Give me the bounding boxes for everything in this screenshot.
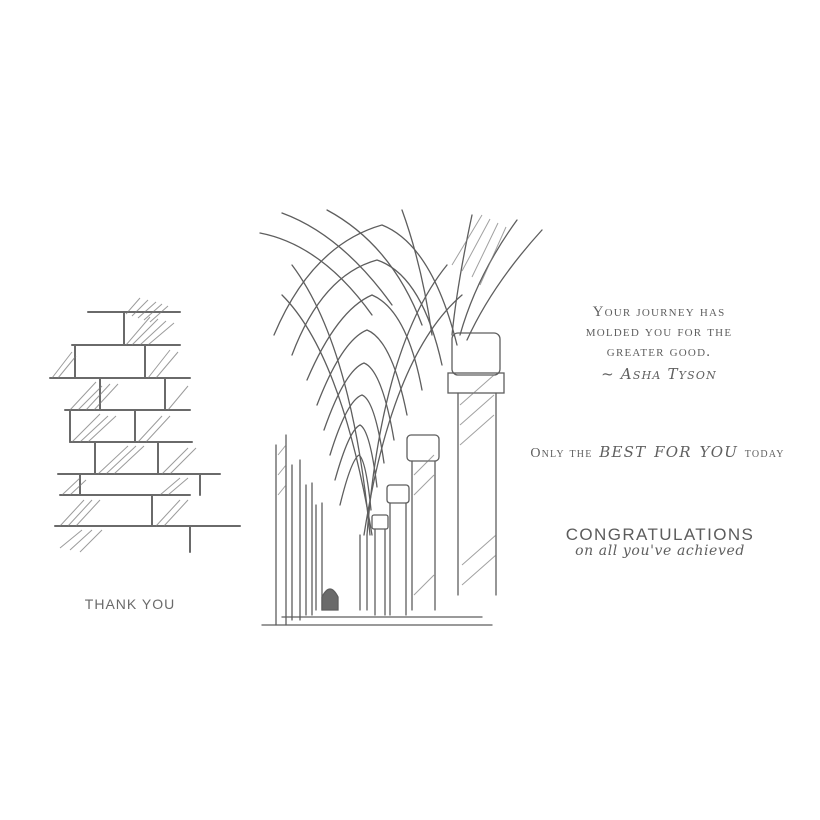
best-script: best for you	[599, 438, 739, 462]
cathedral-arcade-sketch-icon	[259, 209, 543, 626]
quote-line-2: molded you for the	[585, 324, 733, 340]
best-for-you-text: Only the best for you today	[520, 438, 795, 462]
quote-block: Your journey has molded you for the grea…	[548, 302, 770, 384]
best-post: today	[744, 446, 785, 461]
thank-you-text: THANK YOU	[84, 596, 176, 612]
quote-line-3: greater good.	[606, 344, 712, 360]
congratulations-title: CONGRATULATIONS	[565, 525, 755, 544]
quote-line-1: Your journey has	[592, 304, 726, 320]
brick-wall-sketch-icon	[49, 297, 241, 553]
quote-author: ~ Asha Tyson	[601, 365, 717, 383]
congratulations-subtitle: on all you've achieved	[575, 543, 745, 559]
best-pre: Only the	[530, 446, 593, 461]
congratulations-block: CONGRATULATIONS on all you've achieved	[550, 525, 770, 559]
